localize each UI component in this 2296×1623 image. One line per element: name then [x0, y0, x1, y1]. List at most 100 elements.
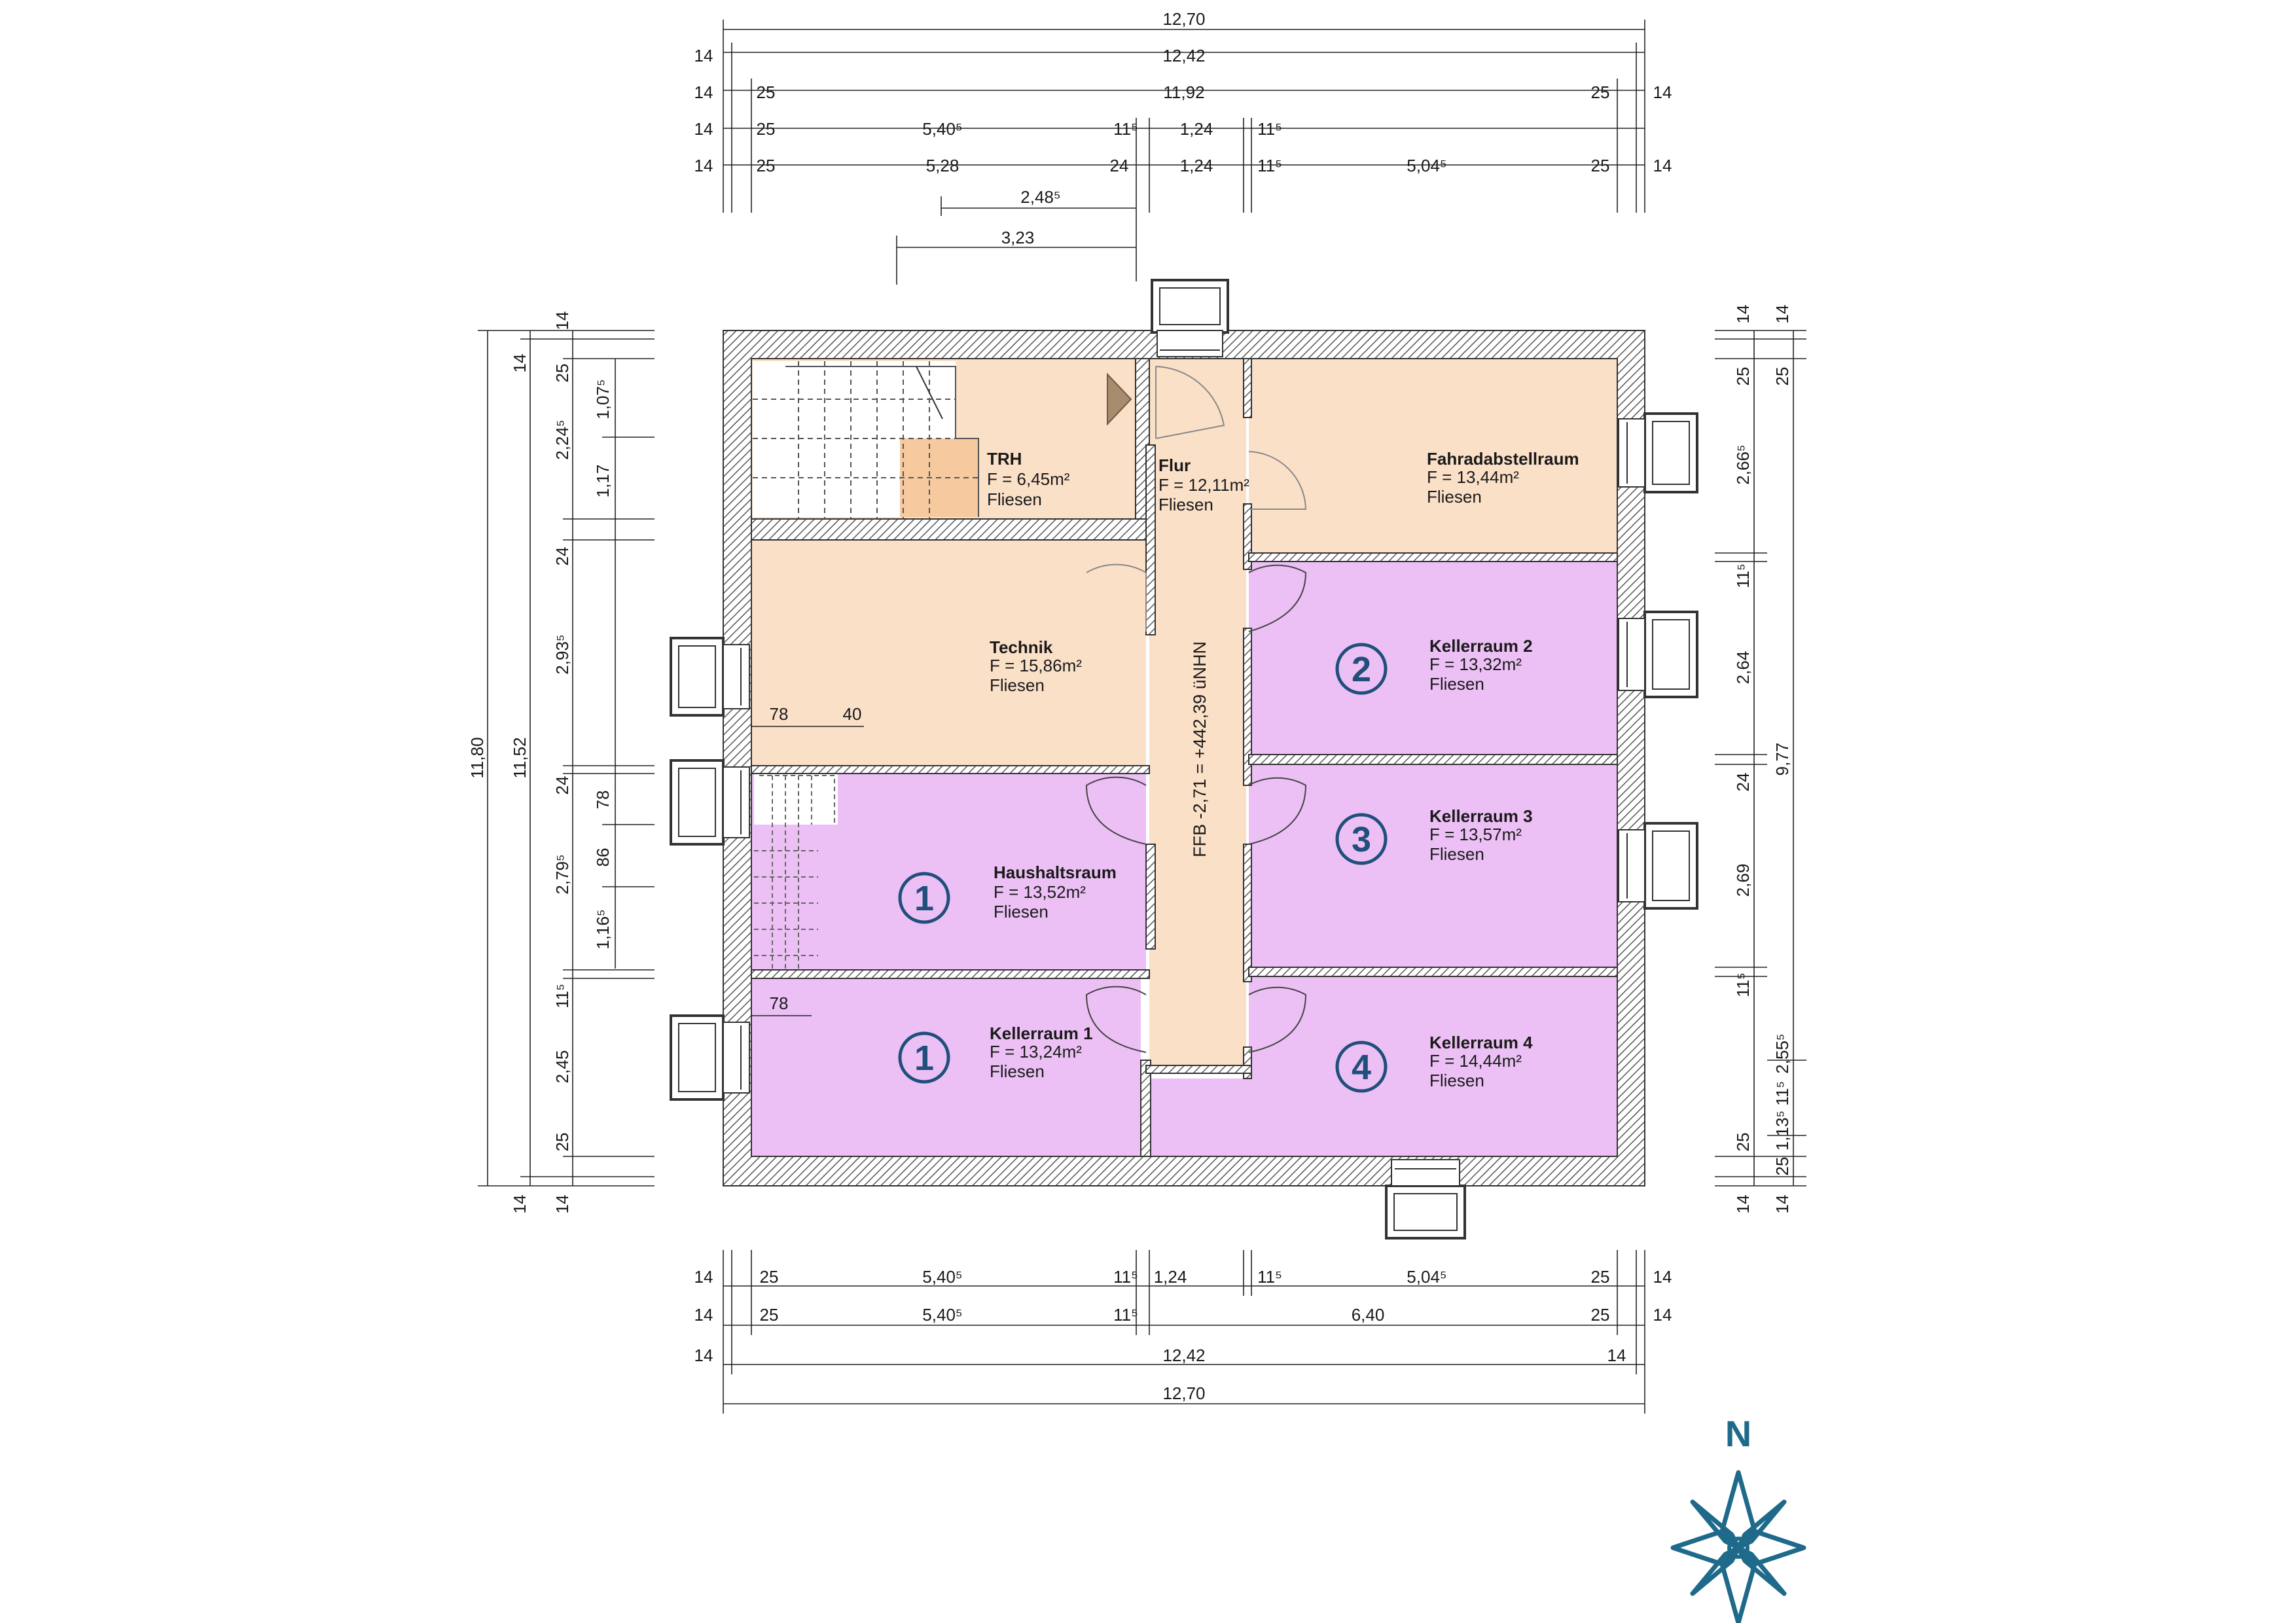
dim-left-25a: 25: [552, 364, 572, 383]
room-floor: Fliesen: [1429, 674, 1484, 694]
room-fills: [751, 359, 1617, 1156]
room-badge-circle: [1335, 1041, 1388, 1093]
dim-left-top-ext: 14: [552, 312, 572, 330]
dim-left-bottom-wall: 14: [510, 1195, 529, 1214]
dim-inner-40: 40: [843, 704, 862, 724]
dim-left-25b: 25: [552, 1133, 572, 1152]
room-name: Fahradabstellraum: [1427, 449, 1579, 469]
dim-bot-r2b: 11⁵: [1113, 1305, 1138, 1325]
door-keller3: [1248, 777, 1307, 845]
dim-bot-r1-wall: 25: [760, 1267, 779, 1287]
room-badge-circle: [898, 872, 950, 924]
wall-trh-technik: [751, 518, 1150, 541]
room-keller3-fill: [1249, 764, 1617, 967]
dim-right-e: 11⁵: [1733, 972, 1753, 997]
dim-right-bottom-wall: 14: [1772, 1195, 1792, 1214]
dim-bot-r2-right: 14: [1653, 1305, 1672, 1325]
wall-keller3-keller4: [1248, 967, 1618, 977]
dim-top-left: 14: [694, 46, 713, 65]
dim-right-g: 1,13⁵ 11⁵: [1772, 1081, 1792, 1150]
room-badge: 3: [1352, 820, 1371, 859]
dim-left-24b: 24: [552, 776, 572, 795]
room-label-trh: TRH F = 6,45m² Fliesen: [987, 449, 1070, 509]
room-area: F = 14,44m²: [1429, 1051, 1522, 1071]
dim-top-r4-wall: 25: [757, 119, 776, 139]
window-west-3: [670, 1014, 750, 1101]
dim-bot-total: 12,70: [1162, 1383, 1205, 1403]
door-keller1: [1085, 986, 1147, 1053]
door-fahrrad: [1248, 451, 1307, 510]
room-area: F = 13,57m²: [1429, 825, 1522, 844]
room-area: F = 6,45m²: [987, 469, 1070, 489]
room-badge-circle: [1335, 813, 1388, 865]
window-south: [1385, 1159, 1466, 1240]
room-floor: Fliesen: [987, 490, 1042, 509]
doors: [1085, 366, 1307, 1053]
window-east-1: [1618, 412, 1698, 493]
window-east-2: [1618, 611, 1698, 698]
dim-top-r3-wall-right: 25: [1591, 82, 1610, 102]
room-badge-circle: [898, 1031, 950, 1084]
dim-left-24a: 24: [552, 547, 572, 566]
compass-rose-icon: [1670, 1470, 1806, 1623]
room-name: Kellerraum 2: [1429, 636, 1533, 656]
room-name: Haushaltsraum: [994, 863, 1117, 882]
dimension-lines: [478, 20, 1806, 1414]
dim-top-r3: 11,92: [1163, 82, 1204, 102]
wall-fahrrad-keller2: [1248, 552, 1618, 562]
dim-left-f2: 1,17: [593, 465, 613, 498]
dim-right-25d: 25: [1772, 1157, 1792, 1176]
dim-bot-r1c: 1,24: [1154, 1267, 1187, 1287]
dim-left-b: 2,93⁵: [552, 634, 572, 674]
dim-right-top-wall: 14: [1772, 305, 1792, 324]
wall-keller1-keller4: [1140, 1060, 1151, 1157]
dim-top-r5-wall-right: 25: [1591, 156, 1610, 175]
room-floor: Fliesen: [990, 675, 1045, 695]
dim-bot-r1e: 5,04⁵: [1407, 1267, 1446, 1287]
wall-flur-west-upper: [1145, 444, 1156, 635]
floor-level-label: FFB -2,71 = +442,39 üNHN: [1190, 641, 1210, 857]
wall-haushalt-keller1: [751, 969, 1150, 979]
wall-flur-west-lower: [1145, 844, 1156, 950]
room-flur-fill: [1149, 359, 1246, 1065]
room-floor: Fliesen: [1429, 844, 1484, 864]
dim-bot-r1-right: 14: [1653, 1267, 1672, 1287]
dim-left-c: 2,79⁵: [552, 854, 572, 894]
window-east-3: [1618, 822, 1698, 910]
room-area: F = 13,32m²: [1429, 654, 1522, 674]
room-floor: Fliesen: [990, 1061, 1045, 1081]
dim-bot-r1d: 11⁵: [1257, 1267, 1282, 1287]
room-label-fahrrad: Fahradabstellraum F = 13,44m² Fliesen: [1427, 449, 1579, 507]
room-floor: Fliesen: [1427, 487, 1482, 507]
dim-bot-r1a: 5,40⁵: [922, 1267, 962, 1287]
dim-top-r4d: 11⁵: [1257, 119, 1282, 139]
dim-left-top-wall: 14: [510, 354, 529, 373]
room-name: Flur: [1158, 455, 1191, 475]
room-label-haushalt: 1 Haushaltsraum F = 13,52m² Fliesen: [898, 863, 1117, 924]
window-north: [1151, 279, 1229, 357]
room-name: Kellerraum 1: [990, 1024, 1093, 1043]
dim-bot-r1b: 11⁵: [1113, 1267, 1138, 1287]
room-label-keller2: 2 Kellerraum 2 F = 13,32m² Fliesen: [1335, 636, 1533, 695]
wall-flur-south: [1145, 1065, 1252, 1074]
dim-top-r3-left: 14: [694, 82, 713, 102]
room-area: F = 15,86m²: [990, 656, 1082, 675]
windows: [670, 279, 1698, 1240]
door-haushalt: [1085, 776, 1147, 845]
window-west-2: [670, 759, 750, 846]
dim-top-r4-left: 14: [694, 119, 713, 139]
room-name: Kellerraum 4: [1429, 1033, 1533, 1052]
dim-bot-r2c: 6,40: [1352, 1305, 1385, 1325]
dim-bot-r3-right: 14: [1607, 1346, 1626, 1365]
room-badge-circle: [1335, 643, 1388, 695]
room-floor: Fliesen: [1429, 1071, 1484, 1090]
dim-top-r5e: 5,04⁵: [1407, 156, 1446, 175]
room-name: Kellerraum 3: [1429, 806, 1533, 826]
dim-left-inner: 11,52: [510, 737, 529, 778]
dim-left-f3: 78: [593, 791, 613, 810]
door-keller4: [1248, 986, 1307, 1053]
door-keller2: [1248, 564, 1307, 632]
dim-top-r4b: 11⁵: [1113, 119, 1138, 139]
compass-north-label: N: [1725, 1413, 1751, 1454]
